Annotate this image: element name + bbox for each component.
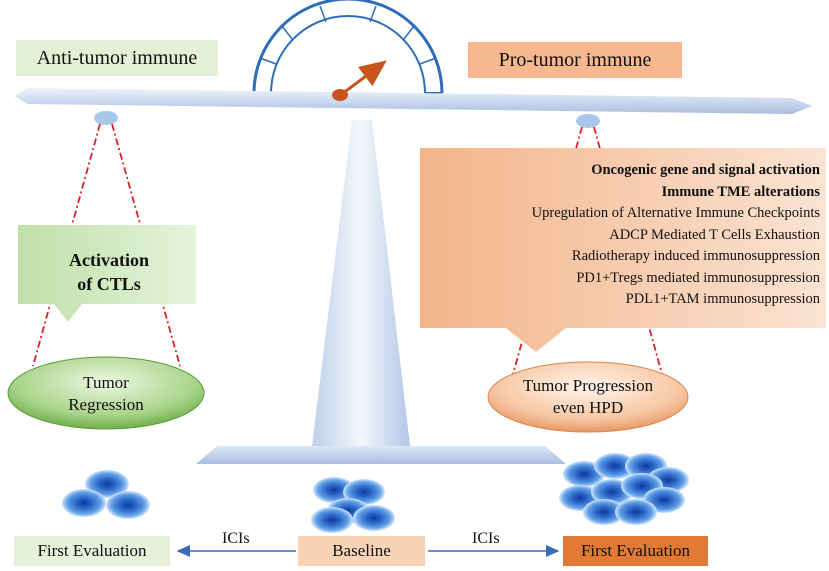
right-hanger [576, 114, 600, 128]
activation-line-1: Activation [69, 250, 149, 270]
tumor-regression-line-2: Regression [68, 395, 144, 414]
tumor-progression-line-1: Tumor Progression [522, 376, 654, 395]
scale-base [196, 446, 566, 464]
activation-callout [18, 225, 196, 322]
tumor-progression-text: Tumor Progression even HPD [488, 375, 688, 419]
gauge [252, 0, 444, 94]
cell [62, 489, 106, 517]
pro-tumor-mechanisms: Oncogenic gene and signal activation Imm… [420, 160, 820, 311]
first-evaluation-left: First Evaluation [14, 536, 170, 566]
tumor-regression-text: Tumor Regression [16, 372, 196, 416]
callout-heading-oncogenic: Oncogenic gene and signal activation [591, 162, 820, 178]
cell [353, 505, 395, 531]
callout-item: PD1+Tregs mediated immunosuppression [576, 269, 820, 286]
first-eval-right-cells [559, 453, 689, 525]
first-evaluation-right: First Evaluation [563, 536, 708, 566]
pro-tumor-callout [420, 148, 826, 352]
needle-pivot [332, 89, 348, 101]
callout-item: Radiotherapy induced immunosuppression [571, 248, 820, 264]
callout-item: PDL1+TAM immunosuppression [625, 291, 820, 307]
baseline-label: Baseline [298, 536, 425, 566]
first-eval-left-cells [62, 470, 150, 519]
activation-line-2: of CTLs [77, 274, 141, 294]
callout-heading-tme: Immune TME alterations [661, 183, 820, 200]
cell [594, 453, 636, 479]
anti-tumor-label: Anti-tumor immune [16, 40, 218, 76]
tumor-progression-ellipse [487, 361, 689, 433]
ici-right-label: ICIs [472, 530, 500, 547]
activation-text: Activation of CTLs [24, 248, 194, 296]
tumor-regression-ellipse [7, 356, 205, 430]
callout-item: Upregulation of Alternative Immune Check… [531, 205, 820, 221]
baseline-cells [311, 477, 395, 533]
cell [311, 507, 353, 533]
callout-item: ADCP Mediated T Cells Exhaustion [609, 226, 820, 243]
cell [615, 499, 657, 525]
tumor-regression-line-1: Tumor [83, 373, 129, 392]
cell [583, 499, 625, 525]
pro-tumor-label: Pro-tumor immune [468, 42, 682, 78]
gauge-needle [341, 60, 387, 96]
ici-left-label: ICIs [222, 530, 250, 547]
scale-beam [14, 88, 812, 114]
cell [106, 491, 150, 519]
scale-pole [312, 120, 410, 446]
cell [85, 470, 129, 498]
tumor-progression-line-2: even HPD [552, 398, 624, 417]
left-hanger [94, 111, 118, 125]
